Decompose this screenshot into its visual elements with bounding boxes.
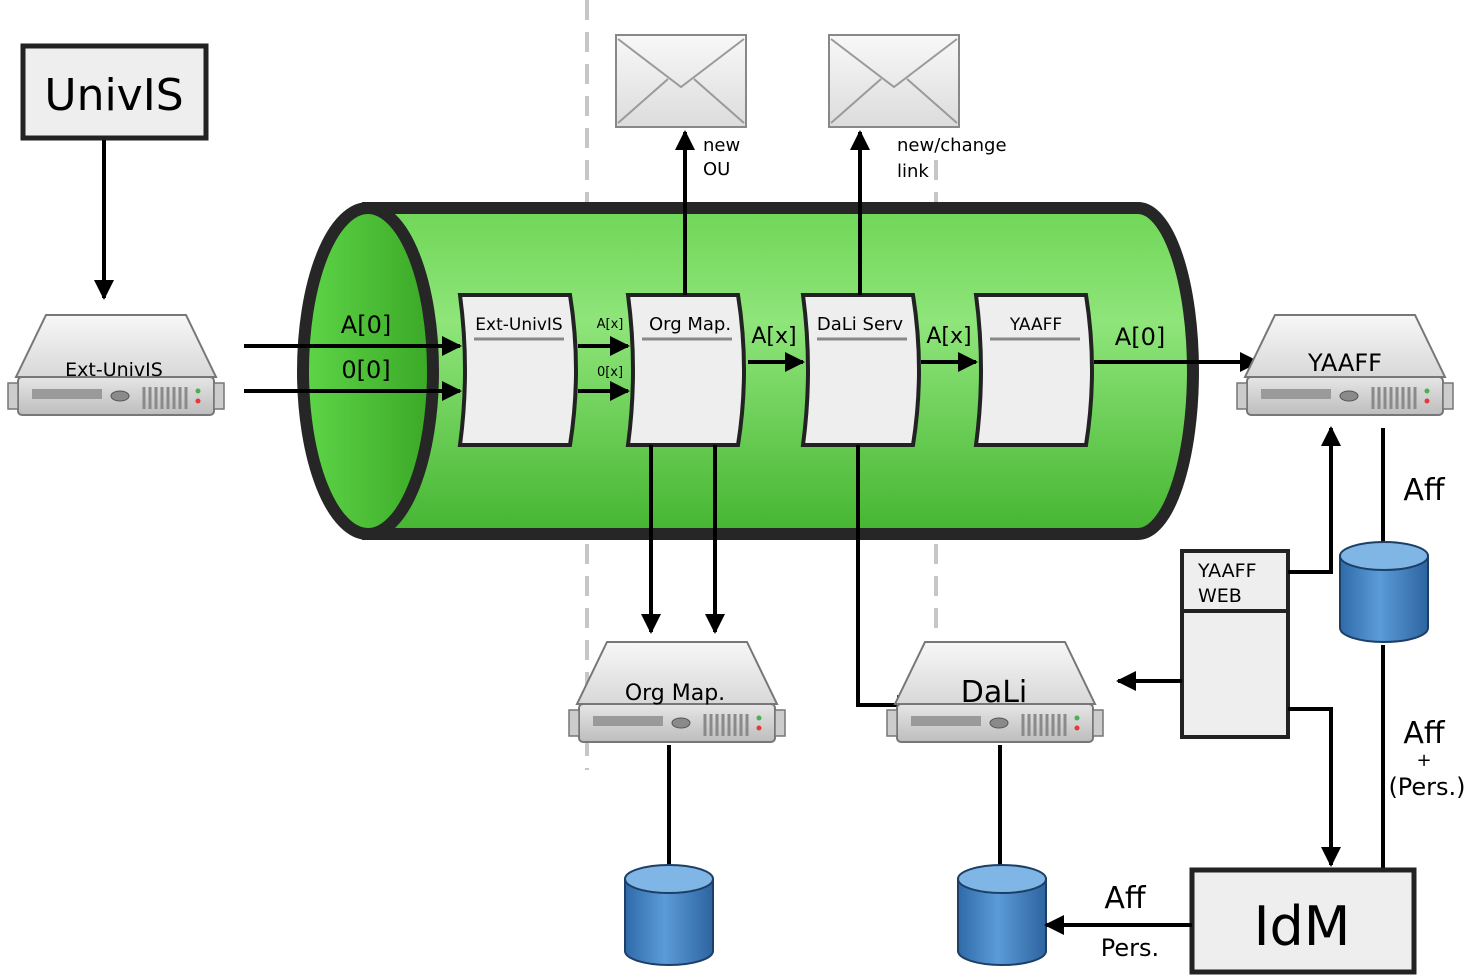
yaaff-web-to-idm-arrow: [1288, 707, 1341, 867]
database-org-map: [624, 864, 714, 966]
pipeline-cylinder: [297, 202, 1199, 540]
svg-text:YAAFF: YAAFF: [1197, 560, 1257, 582]
label-new-change-2: link: [897, 161, 929, 182]
server-ext-univis: Ext-UnivIS: [6, 313, 226, 417]
univis-box: UnivIS: [20, 43, 209, 141]
svg-text:Ext-UnivIS: Ext-UnivIS: [475, 315, 562, 335]
stage-yaaff: YAAFF: [974, 293, 1094, 447]
server-org-map: Org Map.: [567, 640, 787, 744]
label-aff-pers-plus: +: [1416, 750, 1431, 771]
envelope-new-link: [828, 34, 960, 128]
label-a0-out: A[0]: [1115, 323, 1165, 351]
label-aff-bottom: Aff: [1104, 881, 1147, 916]
stage-dali-serv: DaLi Serv: [801, 293, 921, 447]
svg-text:DaLi: DaLi: [961, 675, 1028, 710]
svg-text:DaLi Serv: DaLi Serv: [817, 314, 904, 335]
database-dali: [957, 864, 1047, 966]
svg-text:Org Map.: Org Map.: [649, 314, 731, 335]
database-icon: [1339, 541, 1429, 643]
label-new-ou-2: OU: [703, 159, 730, 180]
label-new-ou-1: new: [703, 135, 740, 156]
svg-text:YAAFF: YAAFF: [1009, 315, 1062, 335]
label-aff-right: Aff: [1403, 473, 1446, 508]
label-a0-in: A[0]: [341, 311, 391, 339]
label-ax-2: A[x]: [926, 324, 971, 349]
database-icon: [957, 864, 1047, 966]
idm-label: IdM: [1254, 895, 1351, 958]
label-aff-pers-1: Aff: [1403, 716, 1446, 751]
svg-text:WEB: WEB: [1198, 585, 1242, 607]
envelope-icon: [828, 34, 960, 128]
idm-box: IdM: [1189, 867, 1417, 975]
svg-text:Ext-UnivIS: Ext-UnivIS: [65, 359, 163, 381]
label-ox-small: 0[x]: [597, 365, 623, 380]
label-new-change-1: new/change: [897, 135, 1007, 156]
svg-text:Org Map.: Org Map.: [625, 681, 725, 706]
label-pers-bottom: Pers.: [1101, 934, 1159, 962]
database-icon: [624, 864, 714, 966]
label-ax-small: A[x]: [597, 317, 624, 332]
envelope-new-ou: [615, 34, 747, 128]
yaaff-web-box: YAAFF WEB: [1180, 549, 1290, 739]
server-yaaff: YAAFF: [1235, 313, 1455, 417]
stage-ext-univis: Ext-UnivIS: [458, 293, 578, 447]
label-o0-in: 0[0]: [341, 356, 390, 384]
envelope-icon: [615, 34, 747, 128]
label-ax-1: A[x]: [751, 324, 796, 349]
univis-label: UnivIS: [44, 70, 183, 121]
stage-org-map: Org Map.: [626, 293, 746, 447]
server-dali: DaLi: [885, 640, 1105, 744]
database-yaaff: [1339, 541, 1429, 643]
yaaff-web-to-yaaff-arrow: [1288, 426, 1341, 574]
label-aff-pers-2: (Pers.): [1388, 773, 1465, 801]
svg-text:YAAFF: YAAFF: [1307, 349, 1382, 377]
